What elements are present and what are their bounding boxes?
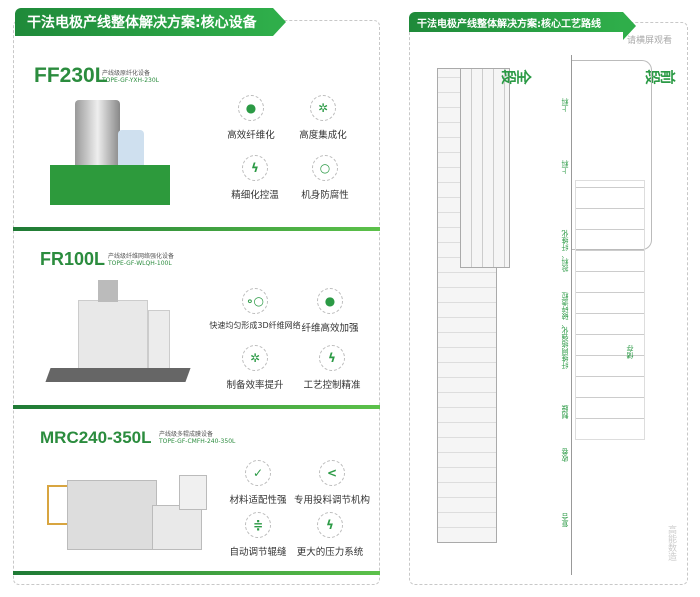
lightning-icon: ϟ xyxy=(242,155,268,181)
fr100l-machine-image xyxy=(45,280,191,390)
feature-item: ○机身防腐性 xyxy=(280,155,370,201)
full-line-diagram-detail xyxy=(460,68,510,268)
watermark: 高能数造 xyxy=(666,525,676,561)
feature-item: ✓材料适配性强 xyxy=(213,460,303,506)
share-icon: < xyxy=(319,460,345,486)
feature-item: ✲高度集成化 xyxy=(278,95,368,141)
step-label: 制膜 xyxy=(561,405,569,419)
circles-icon: ∘○ xyxy=(242,288,268,314)
step-label: 复合 xyxy=(561,513,569,527)
gap-adjust-icon: ≑ xyxy=(245,512,271,538)
step-label: 上料 xyxy=(561,160,569,174)
section-label: 全段 xyxy=(501,67,532,86)
target-icon: ● xyxy=(317,288,343,314)
check-icon: ✓ xyxy=(245,460,271,486)
process-route-banner: 干法电极产线整体解决方案:核心工艺路线 xyxy=(409,12,636,40)
feature-item: ✲制备效率提升 xyxy=(210,345,300,391)
mrc-machine-image xyxy=(42,470,212,555)
front-line-diagram xyxy=(571,55,572,575)
section-divider xyxy=(13,571,380,575)
product-model: MRC240-350L xyxy=(40,428,152,447)
step-label: 纤维网络强化、破碎造粒 xyxy=(561,292,569,369)
product-model: FF230L xyxy=(34,64,108,87)
lightning-icon: ϟ xyxy=(317,512,343,538)
feature-item: ●纤维高效加强 xyxy=(285,288,375,334)
gear-cycle-icon: ✲ xyxy=(310,95,336,121)
ring-icon: ○ xyxy=(312,155,338,181)
feature-item: <专用投料调节机构 xyxy=(282,460,382,506)
step-label: 储存 xyxy=(626,345,634,359)
section-divider xyxy=(13,405,380,409)
feature-item: ●高效纤维化 xyxy=(206,95,296,141)
core-equipment-banner: 干法电极产线整体解决方案:核心设备 xyxy=(15,8,286,36)
feature-item: ≑自动调节辊缝 xyxy=(213,512,303,558)
step-label: 投料、纤维化 xyxy=(561,230,569,272)
step-label: 上料 xyxy=(561,98,569,112)
step-label: 收卷 xyxy=(561,448,569,462)
front-line-equipment xyxy=(575,180,645,440)
target-icon: ● xyxy=(238,95,264,121)
section-divider xyxy=(13,227,380,231)
product-model: FR100L xyxy=(40,249,106,269)
feature-item: ∘○快速均匀形成3D纤维网络 xyxy=(200,288,310,331)
ff230l-machine-image xyxy=(40,100,170,210)
gear-cycle-icon: ✲ xyxy=(242,345,268,371)
lightning-icon: ϟ xyxy=(319,345,345,371)
rotate-hint: 请横屏观看 xyxy=(627,36,673,46)
